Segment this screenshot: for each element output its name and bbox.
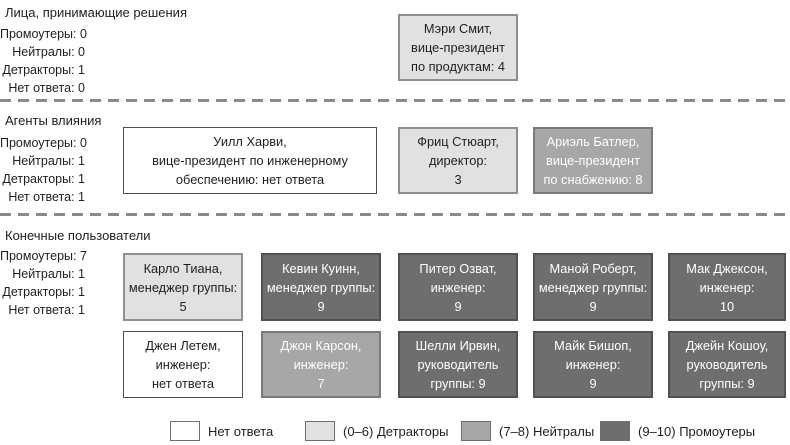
stats-end-users: Промоутеры: 7 Нейтралы: 1 Детракторы: 1 … bbox=[0, 247, 87, 319]
legend-swatch-promoters bbox=[600, 421, 630, 441]
card-line: инженер: bbox=[155, 357, 211, 372]
card-kevin-quinn: Кевин Куинн, менеджер группы: 9 bbox=[261, 253, 381, 321]
section-divider-dashed bbox=[0, 213, 790, 216]
card-line: 9 bbox=[589, 298, 597, 314]
card-line: директор: bbox=[428, 153, 488, 168]
stat-promoters: Промоутеры: 0 bbox=[0, 27, 87, 41]
section-title-influencers: Агенты влияния bbox=[5, 113, 102, 128]
stat-neutrals: Нейтралы: 0 bbox=[12, 45, 85, 59]
card-ariel-butler: Ариэль Батлер, вице-президент по снабжен… bbox=[533, 127, 653, 194]
card-line: 10 bbox=[719, 298, 735, 314]
card-line: Маной Роберт, bbox=[549, 260, 637, 276]
card-line: по продуктам: 4 bbox=[411, 59, 505, 74]
legend-swatch-no-answer bbox=[170, 421, 200, 441]
card-carlo-tiana: Карло Тиана, менеджер группы: 5 bbox=[123, 253, 243, 321]
legend-swatch-neutrals bbox=[461, 421, 491, 441]
stats-decision-makers: Промоутеры: 0 Нейтралы: 0 Детракторы: 1 … bbox=[0, 25, 87, 97]
card-line: 9 bbox=[589, 376, 597, 391]
stat-no-answer: Нет ответа: 0 bbox=[8, 81, 85, 95]
card-line: Ариэль Батлер, bbox=[546, 134, 640, 149]
card-jen-lethem: Джен Летем, инженер: нет ответа bbox=[123, 331, 243, 398]
legend-label: (7–8) Нейтралы bbox=[499, 423, 595, 439]
legend-item-no-answer: Нет ответа bbox=[170, 420, 273, 442]
card-line: Майк Бишоп, bbox=[554, 338, 632, 353]
card-line: Джон Карсон, bbox=[280, 338, 362, 353]
card-line: группы: 9 bbox=[699, 376, 755, 391]
card-line: обеспечению: нет ответа bbox=[175, 172, 325, 187]
card-line: 9 bbox=[317, 298, 325, 314]
legend-item-detractors: (0–6) Детракторы bbox=[305, 420, 448, 442]
card-manoj-robert: Маной Роберт, менеджер группы: 9 bbox=[533, 253, 653, 321]
card-john-carson: Джон Карсон, инженер: 7 bbox=[261, 331, 381, 398]
card-line: Фриц Стюарт, bbox=[417, 134, 499, 149]
card-peter-ozvat: Питер Озват, инженер: 9 bbox=[398, 253, 518, 321]
card-line: 7 bbox=[317, 376, 325, 391]
card-line: вице-президент по инженерному bbox=[152, 153, 348, 168]
card-line: вице-президент bbox=[411, 40, 505, 55]
card-line: Кевин Куинн, bbox=[282, 260, 360, 276]
card-line: инженер: bbox=[293, 357, 349, 372]
legend-item-promoters: (9–10) Промоутеры bbox=[600, 420, 755, 442]
card-line: 9 bbox=[454, 298, 462, 314]
card-mike-bishop: Майк Бишоп, инженер: 9 bbox=[533, 331, 653, 398]
card-line: по снабжению: 8 bbox=[543, 172, 643, 187]
card-line: менеджер группы: bbox=[128, 279, 238, 295]
card-line: инженер: bbox=[565, 357, 621, 372]
card-line: Мэри Смит, bbox=[423, 21, 493, 36]
card-will-harvey: Уилл Харви, вице-президент по инженерном… bbox=[123, 127, 377, 194]
section-title-decision-makers: Лица, принимающие решения bbox=[5, 5, 187, 20]
card-line: Карло Тиана, bbox=[143, 260, 223, 276]
card-mac-jackson: Мак Джексон, инженер: 10 bbox=[668, 253, 786, 321]
card-line: 5 bbox=[179, 298, 187, 314]
stat-no-answer: Нет ответа: 1 bbox=[8, 190, 85, 204]
legend-swatch-detractors bbox=[305, 421, 335, 441]
card-line: Шелли Ирвин, bbox=[415, 338, 501, 353]
stat-neutrals: Нейтралы: 1 bbox=[12, 267, 85, 281]
card-fritz-stewart: Фриц Стюарт, директор: 3 bbox=[398, 127, 518, 194]
card-jane-koshou: Джейн Кошоу, руководитель группы: 9 bbox=[668, 331, 786, 398]
stat-detractors: Детракторы: 1 bbox=[2, 285, 85, 299]
card-line: Питер Озват, bbox=[419, 260, 497, 276]
card-line: менеджер группы: bbox=[538, 279, 648, 295]
stat-promoters: Промоутеры: 0 bbox=[0, 136, 87, 150]
stat-detractors: Детракторы: 1 bbox=[2, 172, 85, 186]
stat-no-answer: Нет ответа: 1 bbox=[8, 303, 85, 317]
card-line: группы: 9 bbox=[430, 376, 486, 391]
card-line: инженер: bbox=[699, 279, 755, 295]
legend-label: Нет ответа bbox=[208, 423, 274, 439]
card-mary-smith: Мэри Смит, вице-президент по продуктам: … bbox=[398, 14, 518, 81]
stat-promoters: Промоутеры: 7 bbox=[0, 249, 87, 263]
card-line: менеджер группы: bbox=[266, 279, 376, 295]
card-line: нет ответа bbox=[151, 376, 215, 391]
card-line: вице-президент bbox=[546, 153, 640, 168]
card-line: 3 bbox=[454, 172, 462, 187]
card-line: руководитель bbox=[686, 357, 768, 372]
card-line: руководитель bbox=[417, 357, 499, 372]
stat-detractors: Детракторы: 1 bbox=[2, 63, 85, 77]
card-line: Джен Летем, bbox=[145, 338, 221, 353]
card-line: Уилл Харви, bbox=[213, 134, 287, 149]
section-divider-dashed bbox=[0, 99, 790, 102]
section-title-end-users: Конечные пользователи bbox=[5, 228, 151, 243]
card-line: Мак Джексон, bbox=[686, 260, 768, 276]
stats-influencers: Промоутеры: 0 Нейтралы: 1 Детракторы: 1 … bbox=[0, 134, 87, 206]
stat-neutrals: Нейтралы: 1 bbox=[12, 154, 85, 168]
card-shelly-irvin: Шелли Ирвин, руководитель группы: 9 bbox=[398, 331, 518, 398]
legend-label: (9–10) Промоутеры bbox=[638, 423, 756, 439]
legend-item-neutrals: (7–8) Нейтралы bbox=[461, 420, 594, 442]
card-line: инженер: bbox=[430, 279, 486, 295]
card-line: Джейн Кошоу, bbox=[685, 338, 769, 353]
legend-label: (0–6) Детракторы bbox=[343, 423, 449, 439]
